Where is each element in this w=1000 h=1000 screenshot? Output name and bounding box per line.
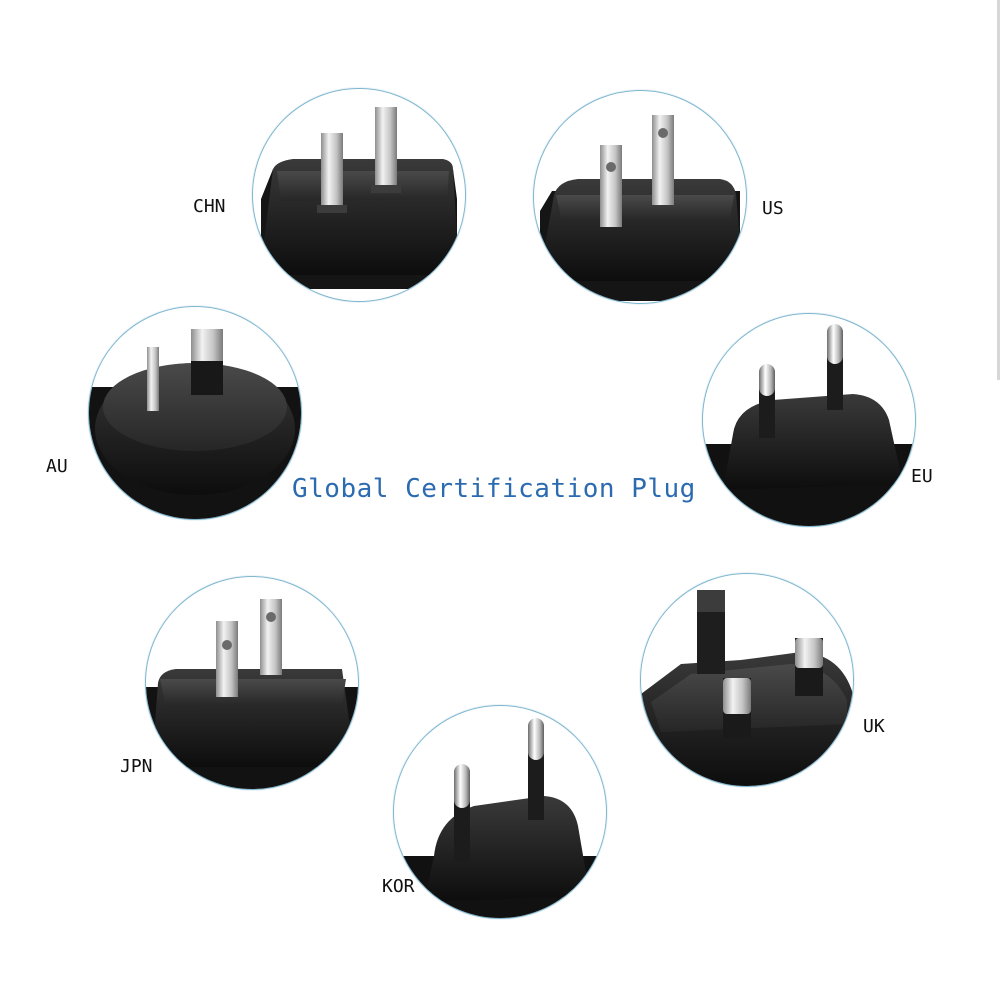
label-au: AU	[46, 456, 68, 477]
frame-edge	[997, 0, 1000, 380]
label-us: US	[762, 198, 784, 219]
plug-image-au	[88, 306, 302, 520]
page-title: Global Certification Plug	[292, 474, 696, 504]
plug-image-kor	[393, 705, 607, 919]
label-chn: CHN	[193, 196, 226, 217]
plug-image-chn	[252, 88, 466, 302]
plug-image-jpn	[145, 576, 359, 790]
plug-image-us	[533, 90, 747, 304]
plug-image-eu	[702, 313, 916, 527]
plug-image-uk	[640, 573, 854, 787]
label-kor: KOR	[382, 876, 415, 897]
label-eu: EU	[911, 466, 933, 487]
label-uk: UK	[863, 716, 885, 737]
label-jpn: JPN	[120, 756, 153, 777]
